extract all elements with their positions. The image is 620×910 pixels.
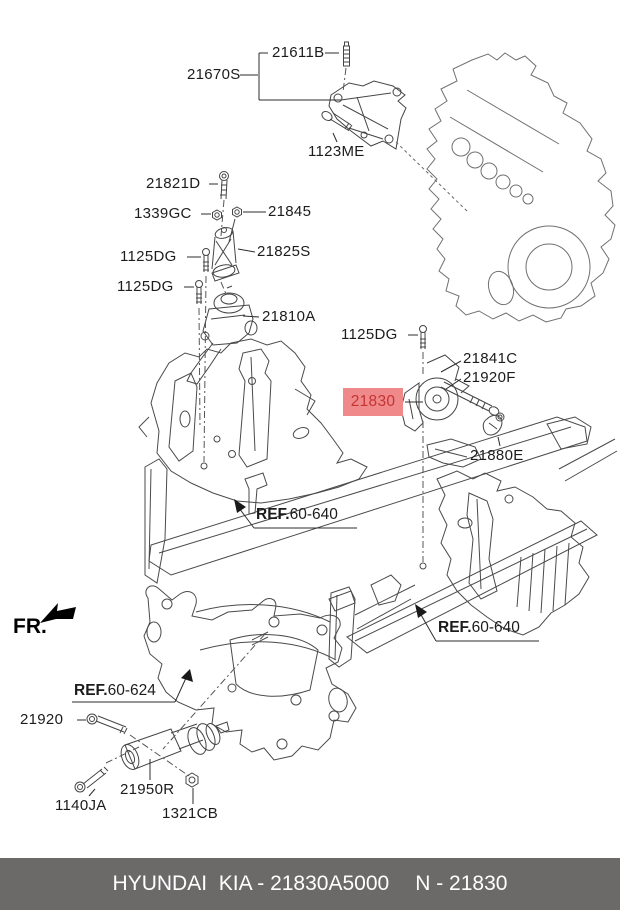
part-label-1125dg-a[interactable]: 1125DG: [120, 248, 177, 265]
bolt-seat-circle: [200, 462, 208, 470]
nut-1339gc-drawing: [212, 209, 222, 221]
footer-catalog-number: HYUNDAI KIA - 21830A5000: [112, 872, 390, 895]
bolt-21920f-drawing: [440, 381, 505, 422]
ref-prefix: REF.: [438, 619, 472, 636]
part-label-1321cb[interactable]: 1321CB: [162, 805, 219, 822]
footer-part-number: N - 21830: [415, 872, 508, 895]
part-label-1123me[interactable]: 1123ME: [308, 143, 365, 160]
bolt-21920-drawing: [86, 713, 128, 735]
bolt-1140ja-drawing: [74, 766, 109, 793]
label-leader-lines: [77, 52, 501, 804]
exploded-parts-diagram: 21611B 21670S 1123ME 21821D 1339GC 21845…: [13, 41, 618, 822]
footer-part-number-bar: HYUNDAI KIA - 21830A5000 N - 21830: [0, 858, 620, 910]
part-label-1140ja[interactable]: 1140JA: [55, 797, 107, 814]
part-label-21920f[interactable]: 21920F: [463, 369, 516, 386]
bolt-1123me-drawing: [321, 110, 353, 132]
part-label-1125dg-c[interactable]: 1125DG: [341, 326, 398, 343]
engine-block-drawing: [426, 52, 616, 323]
part-label-21825s[interactable]: 21825S: [257, 243, 311, 260]
part-label-21880e[interactable]: 21880E: [470, 447, 524, 464]
front-direction-label: FR.: [13, 615, 47, 638]
subframe-crossmember-drawing: [143, 585, 357, 761]
ref-callout-60-624[interactable]: REF.60-624: [74, 682, 156, 699]
ref-code: 60-640: [289, 506, 338, 523]
bolts-1125dg-drawing: [195, 248, 427, 349]
front-direction-arrow-icon: [40, 603, 76, 623]
part-label-21611b[interactable]: 21611B: [272, 44, 325, 61]
ref-callout-60-640-bottom[interactable]: REF.60-640: [438, 619, 520, 636]
part-label-1125dg-b[interactable]: 1125DG: [117, 278, 174, 295]
part-label-21670s[interactable]: 21670S: [187, 66, 241, 83]
part-label-21830-highlighted[interactable]: 21830: [343, 388, 403, 416]
part-label-21810a[interactable]: 21810A: [262, 308, 316, 325]
part-label-21845[interactable]: 21845: [268, 203, 312, 220]
ref-code: 60-624: [107, 682, 156, 699]
bolt-21821d-drawing: [219, 171, 229, 200]
diagram-line-art: [40, 41, 618, 804]
engine-reference-dotted-line: [395, 141, 469, 213]
clip-21880e-drawing: [482, 414, 503, 436]
nut-21845-drawing: [228, 206, 242, 243]
ref-code: 60-640: [471, 619, 520, 636]
nut-1321cb-drawing: [185, 772, 199, 788]
ref-prefix: REF.: [74, 682, 108, 699]
part-label-21821d[interactable]: 21821D: [146, 175, 201, 192]
front-body-frame-drawing: [138, 331, 592, 584]
ref-callout-arrows: [72, 499, 539, 703]
rear-body-frame-drawing: [328, 438, 618, 668]
roll-rod-mount-21830-drawing: [400, 354, 470, 432]
part-label-21950r[interactable]: 21950R: [120, 781, 175, 798]
bracket-21825s-drawing: [211, 227, 240, 282]
part-label-21841c[interactable]: 21841C: [463, 350, 518, 367]
ref-callout-60-640-top[interactable]: REF.60-640: [256, 506, 338, 523]
top-bracket-21670s-drawing: [328, 80, 407, 150]
part-label-1339gc[interactable]: 1339GC: [134, 205, 192, 222]
part-label-21920[interactable]: 21920: [20, 711, 64, 728]
bolt-seat-circle: [419, 562, 427, 570]
ref-prefix: REF.: [256, 506, 290, 523]
engine-mount-21810a-drawing: [186, 285, 258, 385]
stud-bolt-21611b-drawing: [343, 41, 350, 67]
roll-rod-21950r-drawing: [120, 721, 230, 770]
assembly-axis-dash-lines: [105, 67, 424, 777]
